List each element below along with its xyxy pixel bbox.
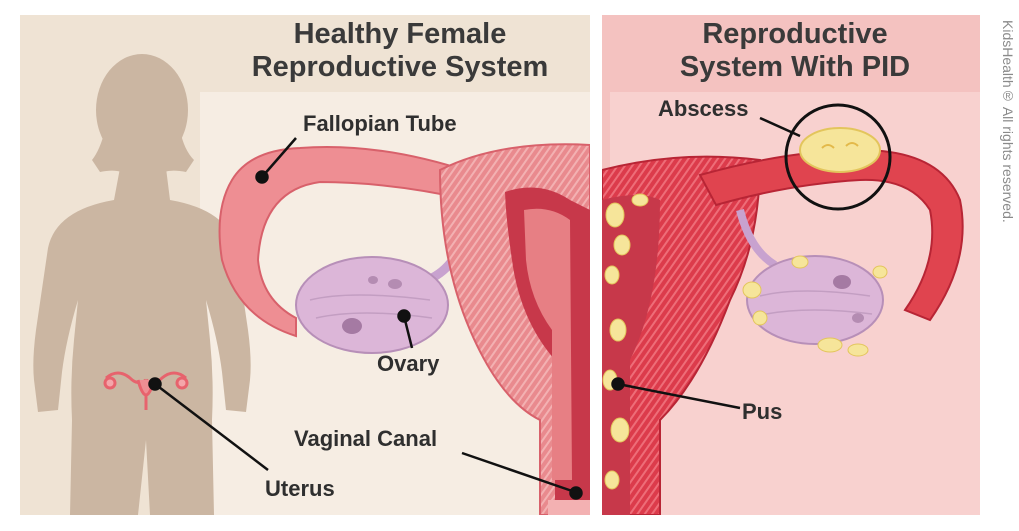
label-pus: Pus — [742, 399, 783, 424]
label-fallopian-tube: Fallopian Tube — [303, 111, 457, 136]
pid-title: Reproductive System With PID — [612, 18, 978, 84]
label-uterus: Uterus — [265, 476, 335, 501]
healthy-title-line1: Healthy Female — [293, 18, 507, 50]
ovary-shape — [295, 256, 449, 354]
label-vaginal-canal: Vaginal Canal — [294, 426, 438, 451]
fallopian-tube-shape — [218, 146, 471, 338]
pid-ovary-shape — [746, 255, 884, 345]
uterus-shape — [438, 143, 590, 515]
pus-deposits — [602, 193, 888, 490]
label-abscess: Abscess — [658, 96, 749, 121]
body-silhouette — [33, 54, 251, 515]
pid-panel — [602, 15, 980, 515]
pid-title-line2: System With PID — [679, 51, 911, 83]
healthy-panel — [20, 15, 590, 515]
copyright-notice: KidsHealth® All rights reserved. — [1000, 20, 1016, 223]
healthy-title: Healthy Female Reproductive System — [210, 18, 590, 84]
abscess-shape — [784, 103, 892, 211]
label-ovary: Ovary — [377, 351, 440, 376]
pid-title-line1: Reproductive — [702, 18, 888, 50]
healthy-title-line2: Reproductive System — [251, 51, 549, 83]
